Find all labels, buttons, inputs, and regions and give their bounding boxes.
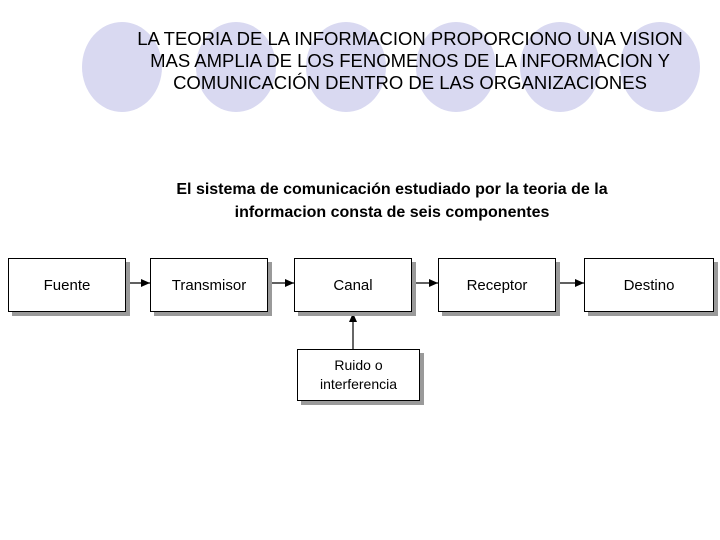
decor-circle-3 xyxy=(306,22,386,112)
slide-title: LA TEORIA DE LA INFORMACION PROPORCIONO … xyxy=(137,28,683,93)
decor-circle-1 xyxy=(82,22,162,112)
node-fuente: Fuente xyxy=(8,258,126,312)
decor-circle-2 xyxy=(196,22,276,112)
node-destino: Destino xyxy=(584,258,714,312)
node-receptor: Receptor xyxy=(438,258,556,312)
decor-circle-5 xyxy=(520,22,600,112)
decor-circle-6 xyxy=(620,22,700,112)
node-transmisor: Transmisor xyxy=(150,258,268,312)
slide-subtitle: El sistema de comunicación estudiado por… xyxy=(176,181,608,221)
decor-circle-4 xyxy=(416,22,496,112)
node-ruido: Ruido o interferencia xyxy=(297,349,420,401)
node-canal: Canal xyxy=(294,258,412,312)
